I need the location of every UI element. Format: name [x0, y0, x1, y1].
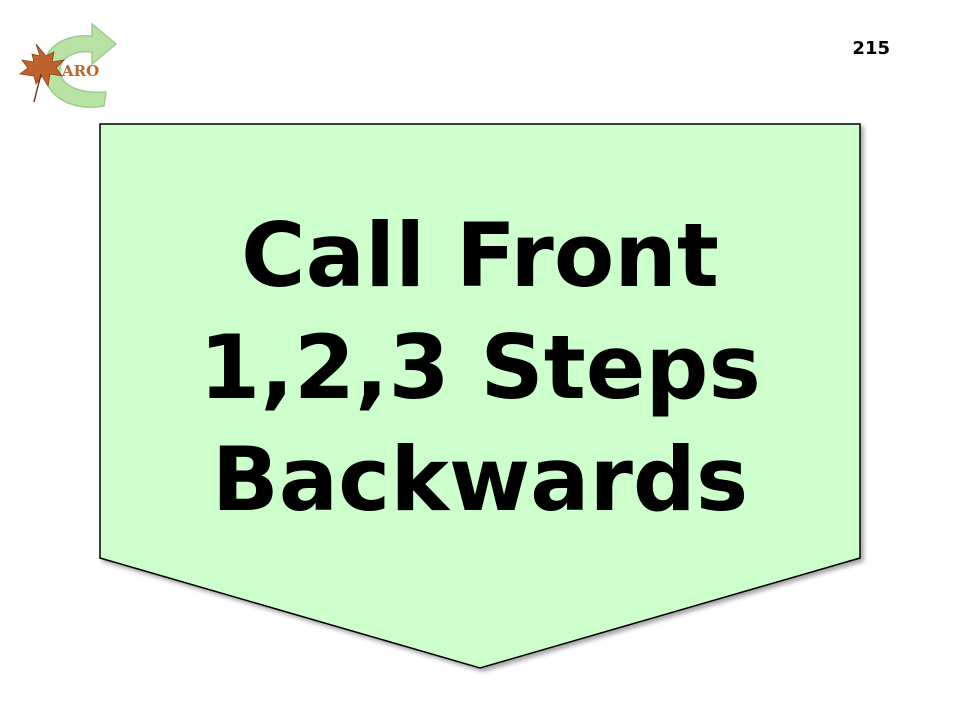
main-text: Call Front 1,2,3 Steps Backwards — [100, 200, 860, 536]
circular-arrow-icon — [43, 22, 118, 108]
page-number: 215 — [852, 38, 890, 59]
maple-leaf-icon — [18, 43, 66, 103]
caro-logo: ARO — [18, 22, 118, 108]
main-text-line-1: Call Front — [241, 204, 719, 307]
main-text-line-3: Backwards — [211, 428, 749, 531]
logo-text: ARO — [61, 62, 99, 80]
main-text-line-2: 1,2,3 Steps — [199, 316, 761, 419]
